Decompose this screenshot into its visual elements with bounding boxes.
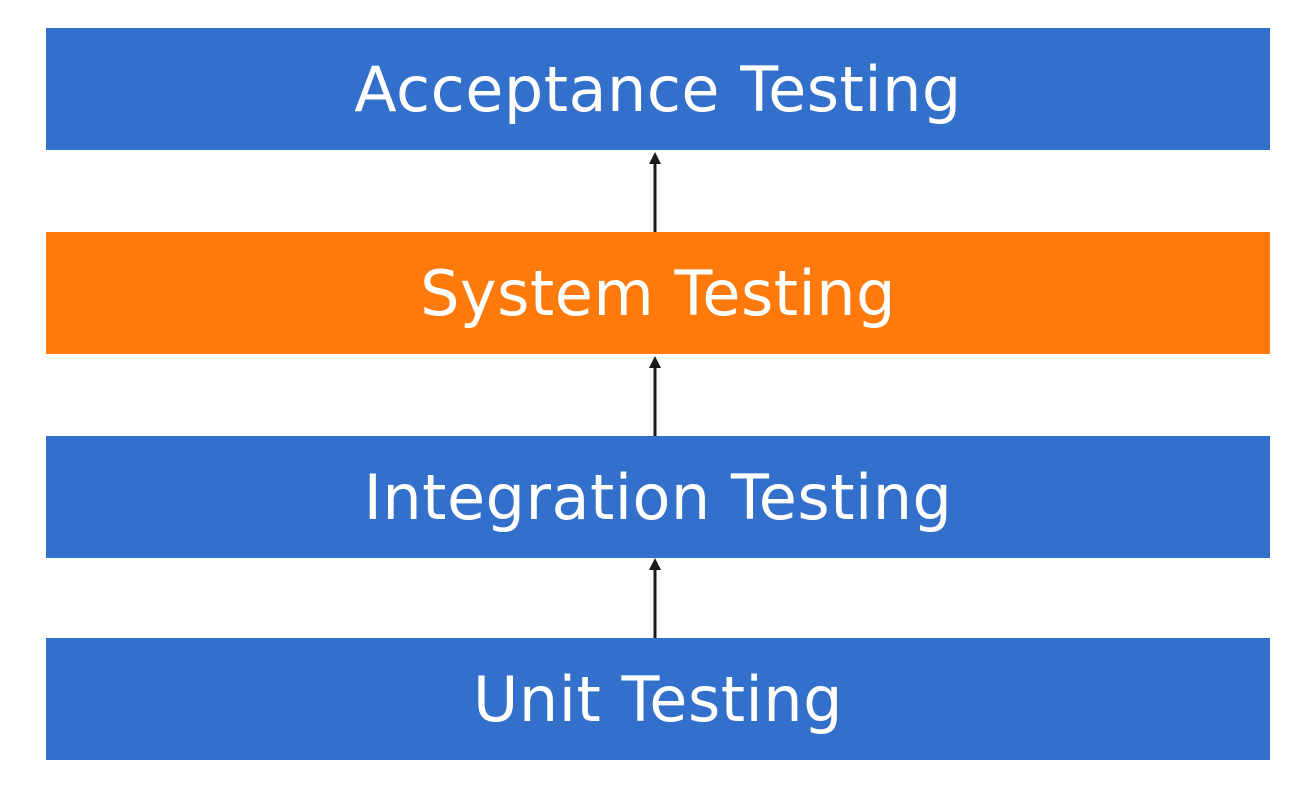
level-system-testing: System Testing bbox=[46, 232, 1270, 354]
level-integration-testing: Integration Testing bbox=[46, 436, 1270, 558]
level-acceptance-testing: Acceptance Testing bbox=[46, 28, 1270, 150]
arrow-up-icon bbox=[648, 558, 662, 638]
level-label: Acceptance Testing bbox=[354, 52, 962, 126]
level-label: Integration Testing bbox=[363, 460, 953, 534]
arrow-up-icon bbox=[648, 152, 662, 234]
level-label: Unit Testing bbox=[473, 662, 843, 736]
level-label: System Testing bbox=[420, 256, 896, 330]
arrow-up-icon bbox=[648, 356, 662, 436]
level-unit-testing: Unit Testing bbox=[46, 638, 1270, 760]
